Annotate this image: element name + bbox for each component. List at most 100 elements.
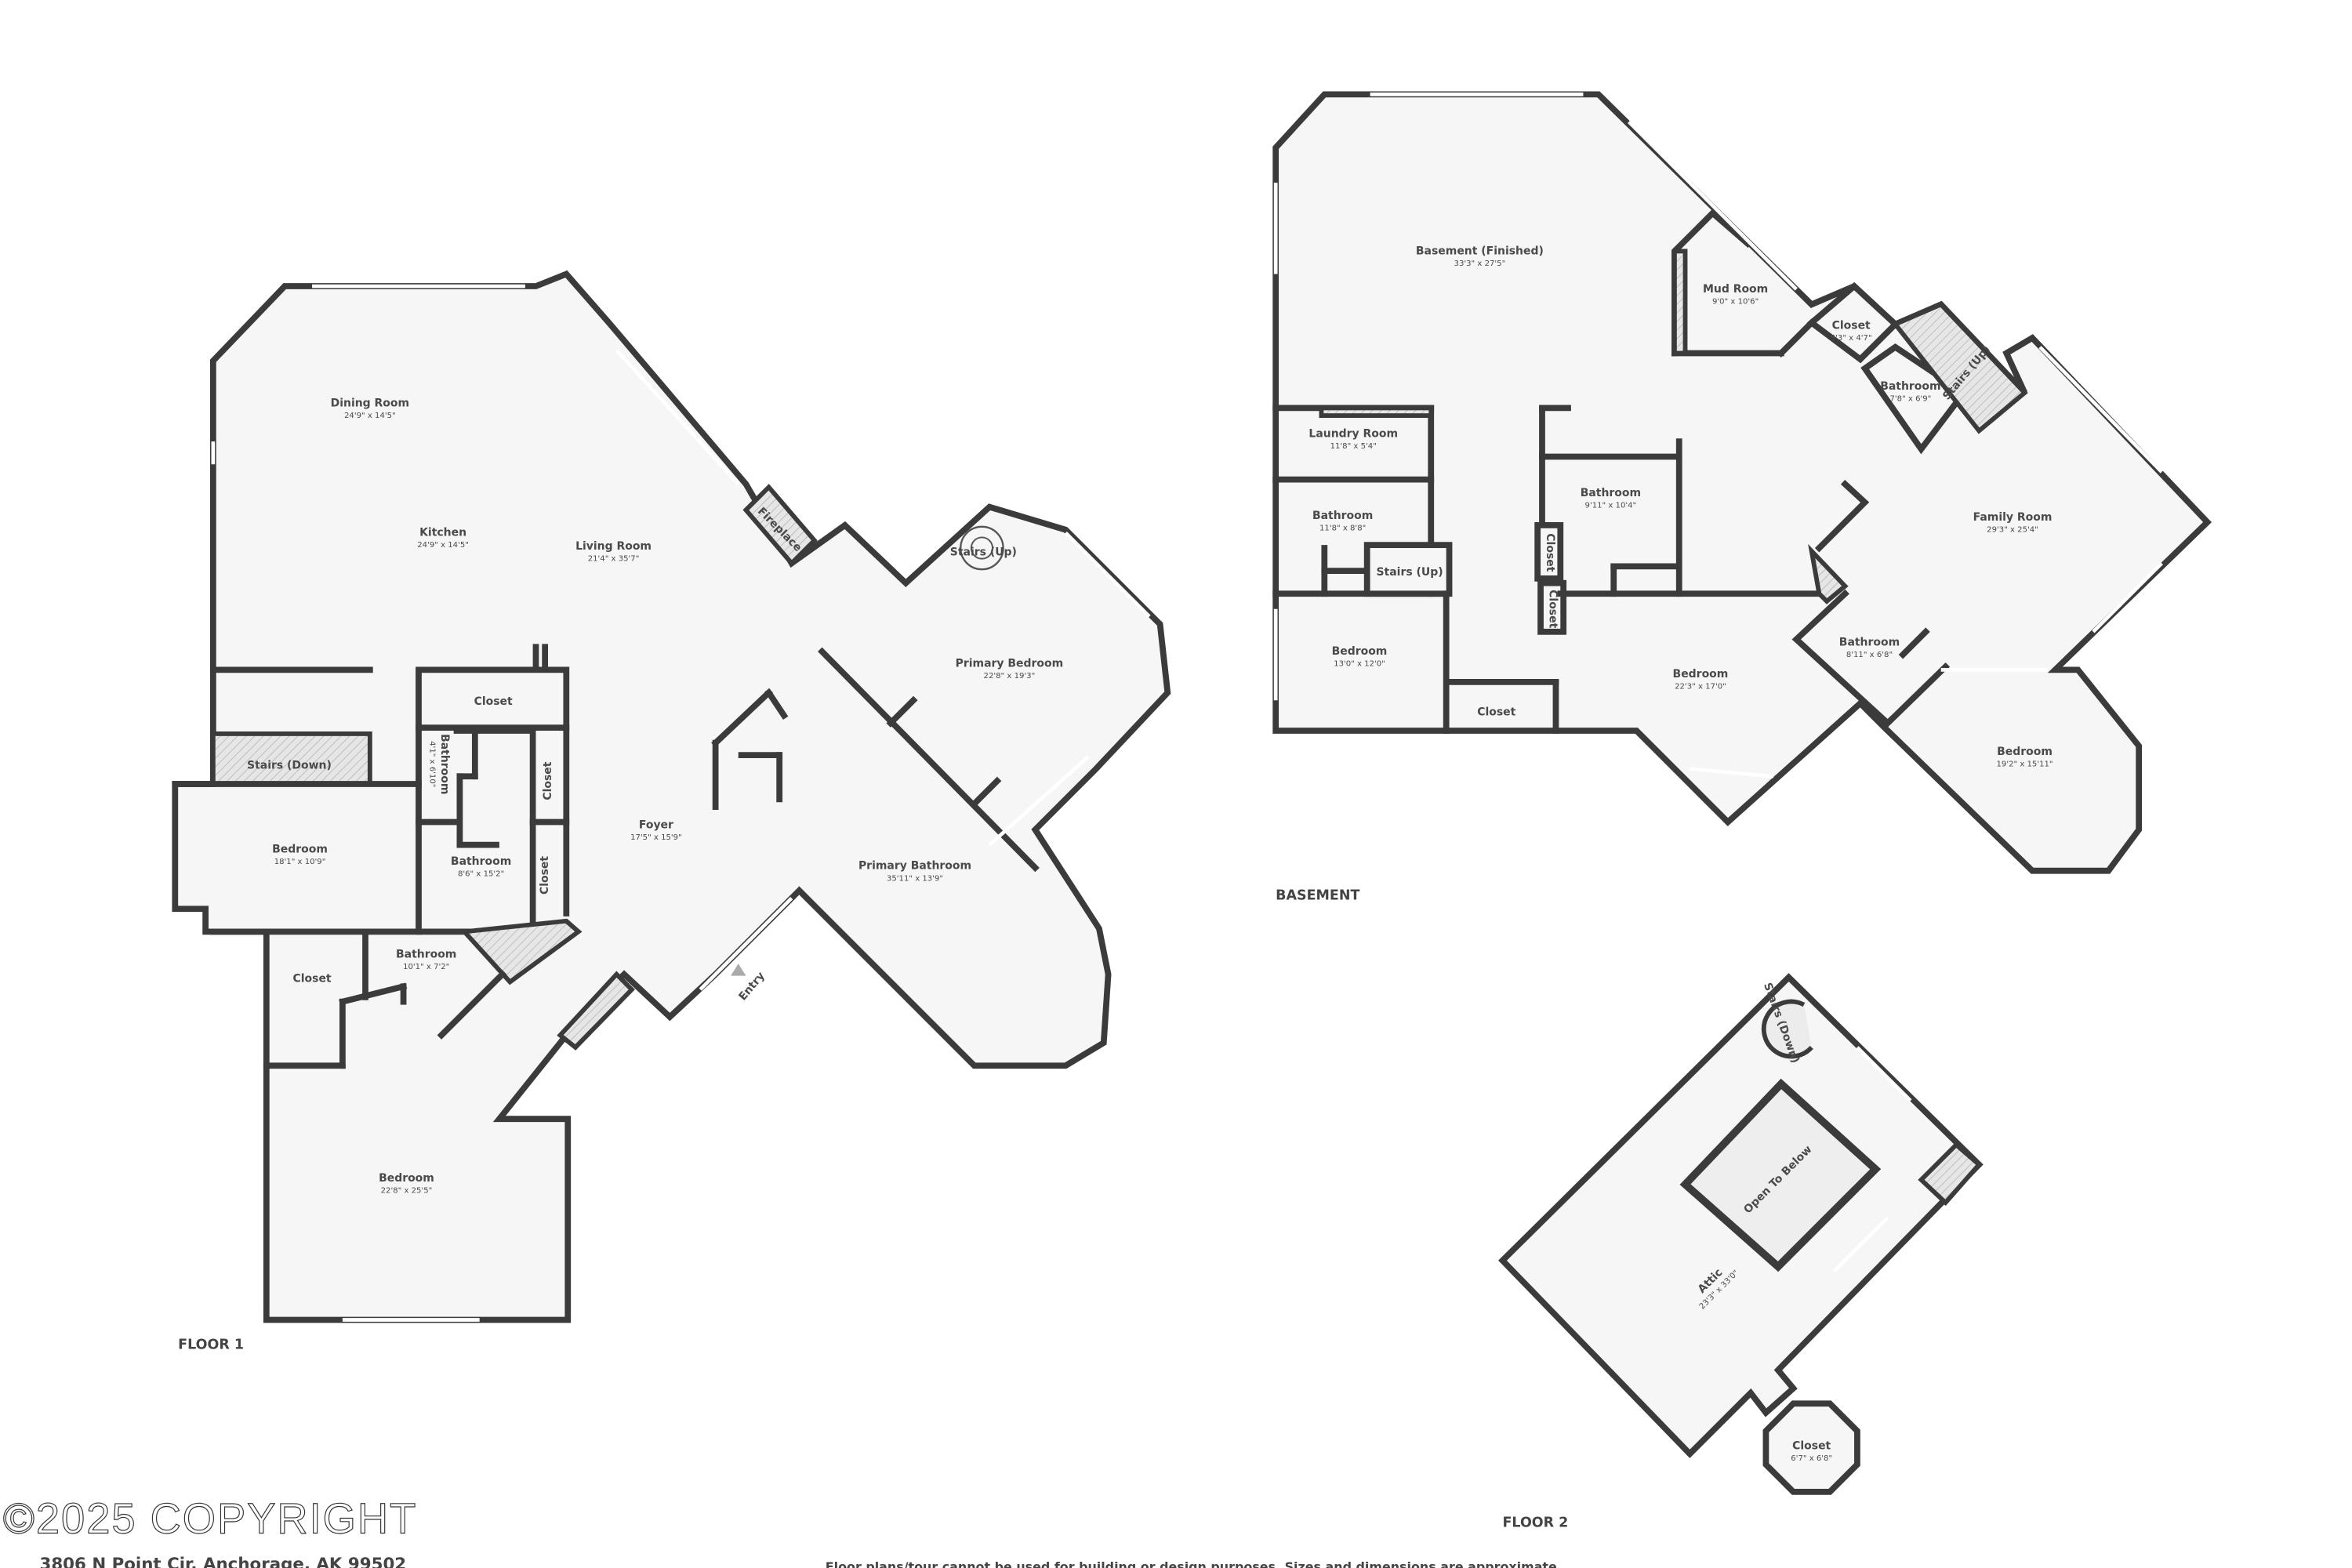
spiral-stairs-down-icon bbox=[1761, 999, 1813, 1059]
room-name: Stairs (Up) bbox=[950, 546, 1017, 559]
room-label: Closet bbox=[474, 695, 513, 708]
room-label: Laundry Room 11'8" x 5'4" bbox=[1308, 427, 1398, 451]
room-dimensions: 22'3" x 17'0" bbox=[1675, 683, 1726, 691]
room-name: Kitchen bbox=[419, 526, 466, 539]
disclaimer: Floor plans/tour cannot be used for buil… bbox=[826, 1559, 1562, 1568]
room-name: Bedroom bbox=[1997, 746, 2053, 758]
room-label: Bathroom 11'8" x 8'8" bbox=[1312, 510, 1373, 533]
floor-1-label: FLOOR 1 bbox=[178, 1337, 244, 1352]
floor-2-label: FLOOR 2 bbox=[1503, 1515, 1569, 1531]
room-label: Stairs (Up) bbox=[950, 546, 1017, 559]
fireplace bbox=[742, 484, 818, 567]
room-name: Bedroom bbox=[1673, 668, 1729, 681]
room-dimensions: 5'3" x 4'7" bbox=[1831, 334, 1872, 343]
room-label: Closet bbox=[1547, 590, 1559, 628]
room-dimensions: 33'3" x 27'5" bbox=[1454, 260, 1506, 268]
room-name: Bedroom bbox=[379, 1172, 434, 1185]
room-name: Bathroom bbox=[1880, 380, 1940, 393]
room-dimensions: 8'6" x 15'2" bbox=[458, 869, 504, 878]
room-dimensions: 9'11" x 10'4" bbox=[1585, 502, 1637, 510]
entry-arrow-icon bbox=[731, 964, 746, 976]
floor-1-plan bbox=[172, 270, 1171, 1323]
room-name: Laundry Room bbox=[1308, 427, 1398, 440]
basement-walls bbox=[1272, 93, 2163, 779]
room-dimensions: 11'8" x 5'4" bbox=[1330, 442, 1377, 451]
room-name: Bathroom bbox=[451, 855, 511, 868]
room-dimensions: 8'11" x 6'8" bbox=[1846, 651, 1893, 659]
room-dimensions: 35'11" x 13'9" bbox=[887, 874, 943, 883]
floor-2-plan bbox=[1498, 973, 1984, 1495]
room-label: Bathroom 9'11" x 10'4" bbox=[1581, 487, 1641, 510]
room-name: Closet bbox=[542, 761, 554, 800]
room-name: Stairs (Down) bbox=[247, 760, 332, 772]
room-label: Bedroom 18'1" x 10'9" bbox=[272, 843, 328, 866]
room-label: Primary Bedroom 22'8" x 19'3" bbox=[956, 657, 1064, 681]
room-name: Dining Room bbox=[331, 397, 409, 409]
room-name: Primary Bedroom bbox=[956, 657, 1064, 670]
room-dimensions: 18'1" x 10'9" bbox=[274, 858, 326, 866]
room-name: Mud Room bbox=[1703, 283, 1768, 296]
room-name: Closet bbox=[474, 695, 513, 708]
room-name: Closet bbox=[293, 972, 332, 985]
room-name: Stairs (Up) bbox=[1376, 566, 1443, 579]
stairs-up-box bbox=[1363, 542, 1453, 597]
room-dimensions: 11'8" x 8'8" bbox=[1319, 524, 1366, 533]
room-label: Basement (Finished)33'3" x 27'5" bbox=[1416, 245, 1544, 268]
room-label: Bathroom 10'1" x 7'2" bbox=[396, 948, 456, 971]
room-dimensions: 10'1" x 7'2" bbox=[403, 963, 449, 971]
room-dimensions: 13'0" x 12'0" bbox=[1334, 660, 1385, 669]
room-name: Living Room bbox=[575, 540, 652, 553]
room-dimensions: 19'2" x 15'11" bbox=[1996, 760, 2053, 769]
room-name: Foyer bbox=[639, 818, 673, 831]
basement-plan bbox=[1272, 91, 2212, 874]
spiral-stairs-icon bbox=[960, 525, 1004, 571]
room-dimensions: 22'8" x 25'5" bbox=[381, 1186, 433, 1195]
room-label: Closet 5'3" x 4'7" bbox=[1831, 319, 1872, 343]
room-dimensions: 29'3" x 25'4" bbox=[1987, 526, 2038, 535]
room-name: Closet bbox=[1792, 1440, 1831, 1453]
copyright-watermark: ©2025 COPYRIGHT bbox=[3, 1494, 417, 1542]
room-label: Bathroom 8'11" x 6'8" bbox=[1839, 636, 1900, 659]
room-name: Bedroom bbox=[1332, 645, 1388, 658]
room-dimensions: 24'9" x 14'5" bbox=[417, 541, 469, 550]
room-dimensions: 6'7" x 6'8" bbox=[1791, 1454, 1832, 1463]
room-label: Closet bbox=[1477, 706, 1515, 719]
room-name: Primary Bathroom bbox=[858, 860, 971, 873]
room-label: Kitchen 24'9" x 14'5" bbox=[417, 526, 469, 550]
property-address: 3806 N Point Cir, Anchorage, AK 99502 bbox=[39, 1555, 406, 1568]
floor-1-outline bbox=[172, 270, 1171, 1323]
room-label: Stairs (Up) bbox=[1376, 566, 1443, 579]
room-label: Foyer 17'5" x 15'9" bbox=[630, 818, 682, 842]
room-label: Closet bbox=[539, 856, 551, 895]
room-label: Closet bbox=[1544, 533, 1556, 572]
room-dimensions: 9'0" x 10'6" bbox=[1712, 297, 1759, 306]
room-dimensions: 24'9" x 14'5" bbox=[344, 412, 396, 420]
room-label: Bedroom 22'3" x 17'0" bbox=[1673, 668, 1729, 691]
room-label: Closet bbox=[293, 972, 332, 985]
basement-label: BASEMENT bbox=[1276, 888, 1359, 904]
room-dimensions: 4'1" x 6'10" bbox=[428, 741, 437, 787]
room-name: Bathroom bbox=[1581, 487, 1641, 499]
room-label: Dining Room 24'9" x 14'5" bbox=[331, 397, 409, 420]
room-name: Bedroom bbox=[272, 843, 328, 855]
room-name: Closet bbox=[539, 856, 551, 895]
room-name: Bathroom bbox=[396, 948, 456, 960]
floor-1-walls bbox=[172, 284, 1151, 1322]
room-dimensions: 22'8" x 19'3" bbox=[984, 672, 1036, 681]
room-dimensions: 17'5" x 15'9" bbox=[630, 833, 682, 842]
room-name: Closet bbox=[1477, 706, 1515, 719]
room-name: Bathroom bbox=[1839, 636, 1900, 648]
room-name: Bathroom bbox=[1312, 510, 1373, 522]
room-label: Bedroom 19'2" x 15'11" bbox=[1996, 746, 2053, 769]
room-name: Closet bbox=[1832, 319, 1871, 332]
closet-octagon bbox=[1762, 1400, 1860, 1495]
